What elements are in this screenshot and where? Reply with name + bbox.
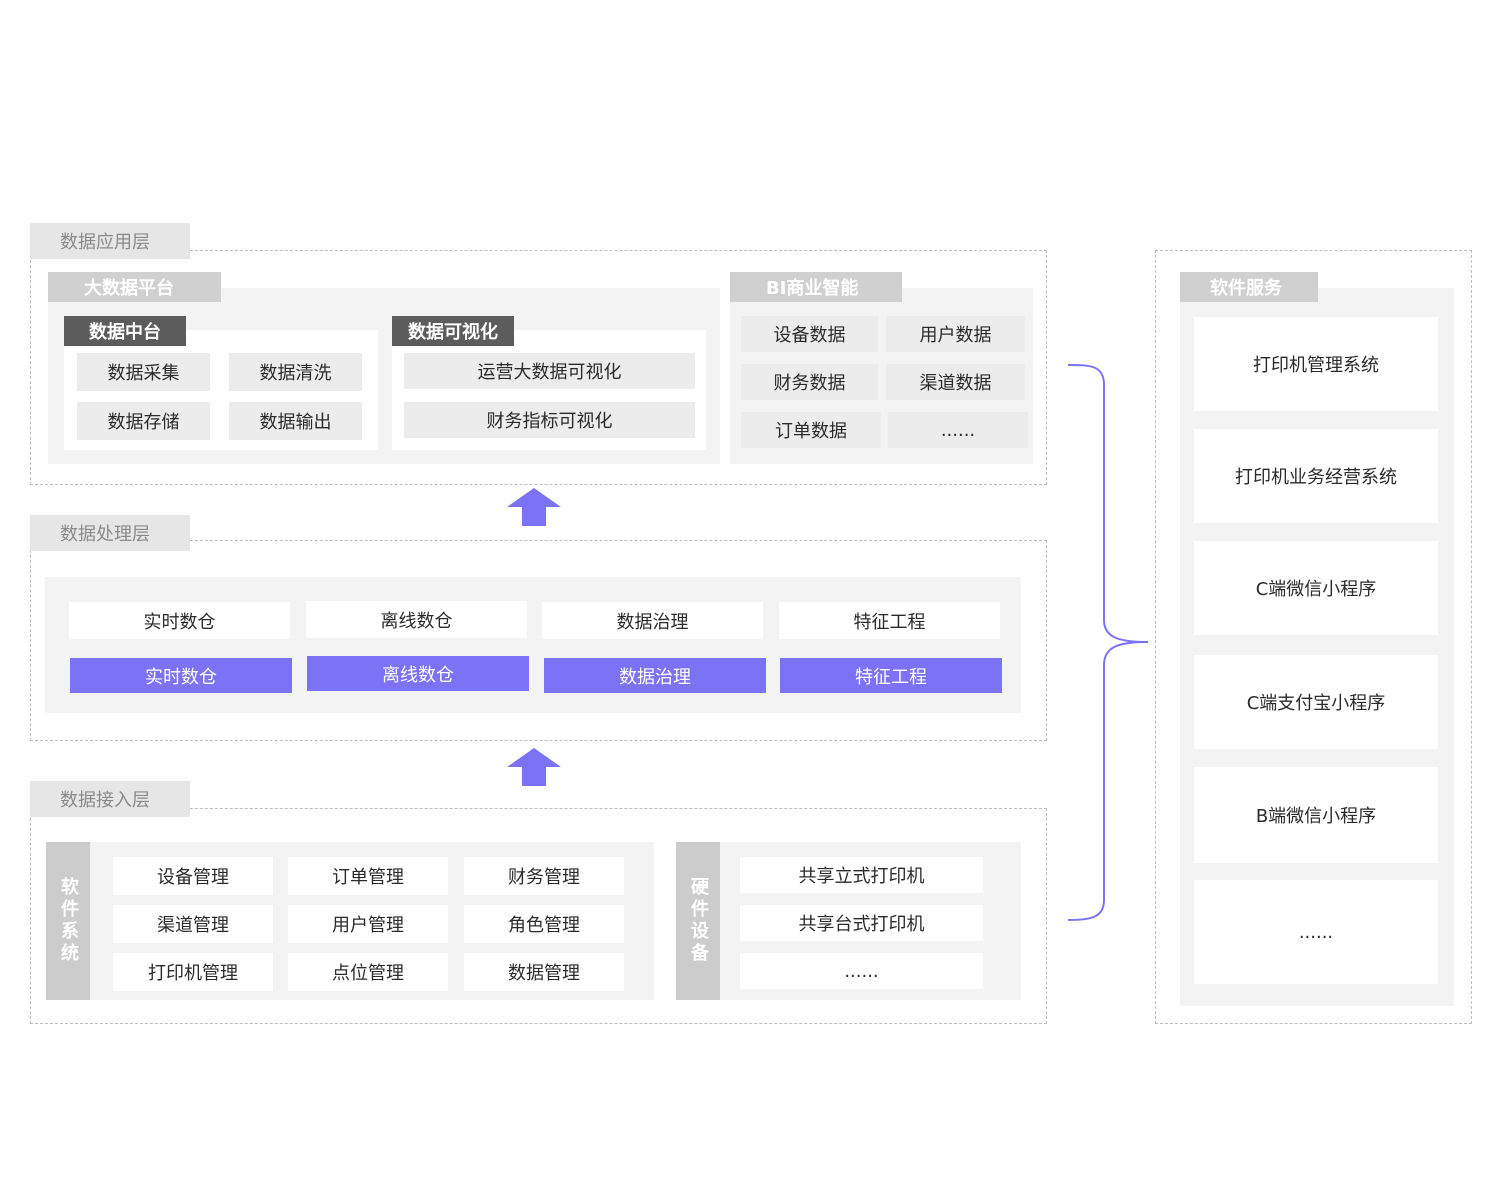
processing-top-item: 离线数仓 [306,601,527,638]
processing-top-item: 数据治理 [542,602,763,639]
processing-bottom-item: 数据治理 [544,658,766,693]
bi-item: 订单数据 [741,412,881,448]
bi-item: 渠道数据 [886,364,1025,400]
data-middle-item: 数据采集 [77,353,210,391]
software-system-item: 渠道管理 [113,905,273,943]
big-data-platform-label: 大数据平台 [48,272,221,302]
processing-layer-frame [30,540,1047,741]
processing-top-item: 特征工程 [779,602,1000,639]
software-service-item: 打印机管理系统 [1194,317,1438,411]
software-system-label: 软件系统 [46,842,90,1000]
data-middle-item: 数据输出 [229,402,362,440]
processing-bottom-item: 特征工程 [780,658,1002,693]
hardware-device-item: ...... [740,953,983,989]
hardware-device-label: 硬件设备 [676,842,720,1000]
software-system-item: 打印机管理 [113,953,273,991]
bi-item: 设备数据 [741,316,878,352]
software-service-item: 打印机业务经营系统 [1194,429,1438,523]
bi-item: 财务数据 [741,364,878,400]
brace-connector [1067,364,1149,921]
data-middle-label: 数据中台 [64,316,186,346]
software-system-item: 设备管理 [113,857,273,895]
data-visualization-label: 数据可视化 [392,316,514,346]
bi-item: ...... [888,412,1028,448]
processing-bottom-item: 实时数仓 [70,658,292,693]
bi-label: BI商业智能 [730,272,902,302]
up-arrow-icon [507,748,561,786]
software-service-item: ...... [1194,880,1438,984]
processing-bottom-item: 离线数仓 [307,656,529,691]
application-layer-label: 数据应用层 [30,223,190,259]
software-system-item: 订单管理 [288,857,448,895]
data-middle-item: 数据存储 [77,402,210,440]
access-layer-label: 数据接入层 [30,781,190,817]
application-layer-frame [30,250,1047,485]
software-service-item: B端微信小程序 [1194,767,1438,863]
data-visualization-item: 财务指标可视化 [404,402,695,438]
data-visualization-item: 运营大数据可视化 [404,353,695,389]
data-middle-item: 数据清洗 [229,353,362,391]
access-layer-frame [30,808,1047,1024]
software-system-item: 角色管理 [464,905,624,943]
software-system-item: 数据管理 [464,953,624,991]
software-system-item: 点位管理 [288,953,448,991]
software-service-item: C端微信小程序 [1194,541,1438,635]
software-service-item: C端支付宝小程序 [1194,655,1438,749]
hardware-device-item: 共享台式打印机 [740,905,983,941]
software-service-label: 软件服务 [1180,272,1318,302]
processing-top-item: 实时数仓 [69,602,290,639]
up-arrow-icon [507,488,561,526]
bi-item: 用户数据 [886,316,1025,352]
software-system-item: 财务管理 [464,857,624,895]
software-system-item: 用户管理 [288,905,448,943]
hardware-device-item: 共享立式打印机 [740,857,983,893]
processing-layer-label: 数据处理层 [30,515,190,551]
software-service-frame [1155,250,1472,1024]
